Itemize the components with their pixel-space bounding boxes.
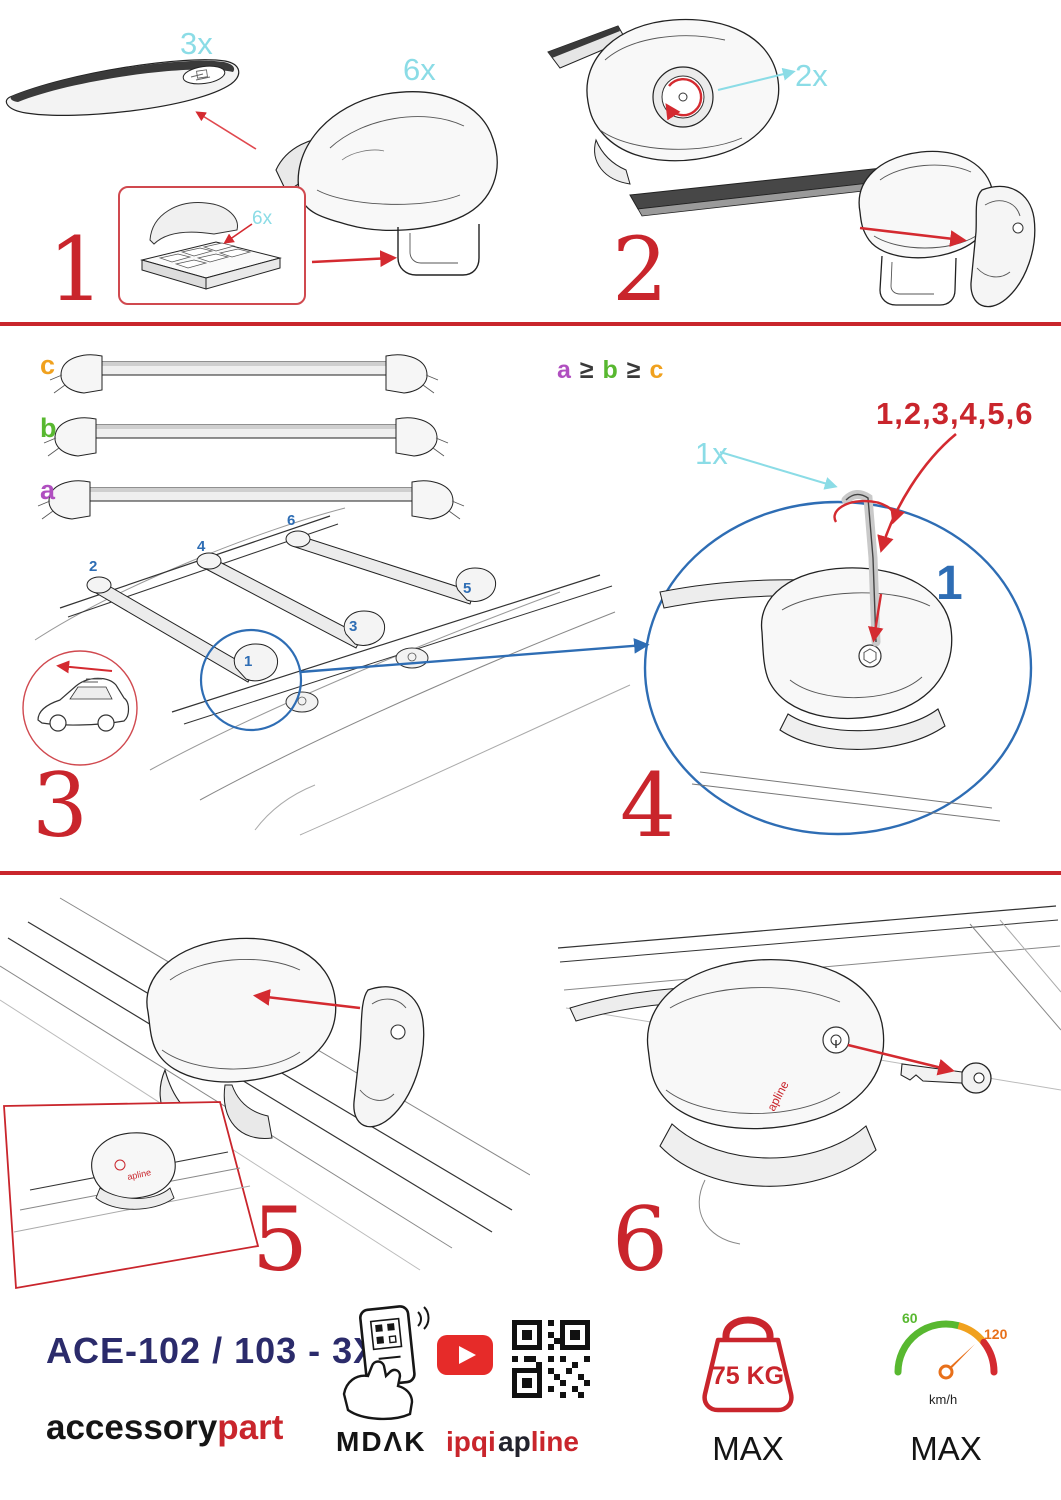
apline-mark-inset: apline	[126, 1167, 152, 1182]
mounted-bar-2	[196, 552, 386, 649]
step3-illustration	[22, 354, 650, 836]
crossbar-size-c	[49, 354, 439, 394]
step4-illustration	[643, 432, 1033, 836]
mdak-logo: MDΛK	[336, 1426, 427, 1457]
step1-illustration	[5, 59, 498, 276]
speed-low-label: 60	[902, 1310, 918, 1326]
rubber-pad-art	[140, 202, 282, 290]
apline-prefix: ap	[498, 1426, 531, 1457]
arrow-clamp-to-foot	[252, 988, 361, 1010]
sequence-arrow	[877, 432, 957, 553]
step2-illustration	[547, 18, 1036, 308]
arrow-to-detail	[299, 638, 650, 674]
step-3-number: 3	[32, 754, 88, 857]
apline-logo: apline	[498, 1426, 579, 1458]
foot-top-view-art	[547, 18, 780, 185]
qty-label-tool: 1x	[695, 436, 728, 471]
scan-phone-icon	[342, 1305, 430, 1421]
qty-label-crossbars: 3x	[180, 26, 213, 61]
step5-illustration: apline	[0, 897, 530, 1290]
formula-c: c	[649, 356, 664, 384]
foot-art	[275, 91, 498, 276]
step-6-number: 6	[612, 1188, 668, 1291]
size-order-formula: a ≥ b ≥ c	[556, 356, 664, 385]
formula-a: a	[557, 356, 571, 384]
signal-waves-icon	[417, 1306, 430, 1330]
crossbar-size-b	[43, 417, 449, 457]
position-label-5: 5	[463, 580, 472, 597]
mounted-bar-3	[285, 530, 497, 605]
arrow-pad-to-foot	[311, 250, 398, 268]
end-clamp-art	[970, 185, 1036, 308]
allen-key-art	[841, 490, 881, 647]
arrow-key-to-bolt	[868, 593, 884, 643]
crossbar-art	[5, 59, 240, 116]
speed-unit-label: km/h	[929, 1392, 958, 1407]
bar-label-c: c	[40, 350, 56, 380]
crossbar-size-a	[37, 480, 465, 520]
arrow-to-crossbar	[195, 111, 257, 150]
position-label-2: 2	[89, 558, 98, 575]
accessorypart-logo: accessorypart	[46, 1408, 283, 1448]
accessorypart-red: part	[217, 1408, 284, 1447]
weight-limit-icon	[702, 1316, 794, 1413]
lock-key-art	[900, 1062, 992, 1094]
car-roof-art	[34, 507, 631, 836]
position-1-highlight-circle	[199, 628, 303, 732]
qty-label-pads: 6x	[252, 208, 273, 229]
detail-position-number: 1	[936, 557, 963, 610]
mounted-bar-1	[86, 576, 279, 683]
youtube-icon	[437, 1335, 493, 1375]
installed-inset: apline	[3, 1101, 260, 1290]
detail-magnifier-ellipse	[643, 500, 1033, 836]
bar-label-b: b	[40, 413, 57, 443]
formula-ge-2: ≥	[626, 356, 641, 384]
clamp-piece-art5	[353, 986, 425, 1128]
qty-label-feet: 6x	[403, 52, 436, 87]
arrow-attach-endpiece	[859, 226, 968, 248]
section-divider-1	[0, 322, 1061, 326]
arrow-dial-qty	[717, 67, 796, 91]
accessorypart-black: accessory	[46, 1408, 218, 1447]
section-divider-2	[0, 871, 1061, 875]
max-speed-label: MAX	[910, 1430, 982, 1467]
hand-icon	[342, 1360, 414, 1421]
car-direction-inset	[22, 650, 138, 766]
adjustment-dial	[652, 66, 714, 128]
formula-b: b	[602, 356, 618, 384]
position-label-6: 6	[287, 512, 296, 529]
arrow-pad	[223, 223, 253, 244]
foot-art6: apline	[569, 958, 885, 1245]
apline-suffix: line	[530, 1426, 579, 1457]
max-weight-label: MAX	[712, 1430, 784, 1467]
formula-ge-1: ≥	[579, 356, 594, 384]
model-number: ACE-102 / 103 - 3X	[46, 1330, 379, 1371]
arrow-lock-to-key	[847, 1043, 955, 1076]
roof-rail-art6	[557, 905, 1061, 1091]
tighten-sequence-label: 1,2,3,4,5,6	[876, 396, 1034, 431]
rotate-arrow	[833, 499, 905, 525]
position-label-3: 3	[349, 618, 358, 635]
speed-limit-gauge-icon	[894, 1320, 998, 1380]
step-4-number: 4	[620, 754, 676, 857]
step-1-number: 1	[48, 218, 104, 321]
position-label-1: 1	[244, 653, 253, 670]
detail-foot-art	[659, 567, 1001, 822]
step6-illustration: apline	[557, 905, 1061, 1245]
ipqi-logo: ipqi	[446, 1426, 496, 1457]
qr-code-icon	[512, 1320, 590, 1398]
bar-label-a: a	[40, 475, 56, 505]
max-weight-value: 75 KG	[711, 1362, 785, 1390]
step-2-number: 2	[612, 218, 668, 321]
arrow-key-qty	[719, 451, 838, 490]
bar-foot-assembly-art	[629, 150, 995, 306]
pad-detail-inset: 6x	[118, 186, 306, 305]
step-5-number: 5	[252, 1188, 308, 1291]
position-label-4: 4	[197, 538, 206, 555]
speed-high-label: 120	[984, 1326, 1008, 1342]
arrow-car-direction	[56, 660, 113, 674]
qty-label-knobs: 2x	[795, 58, 828, 93]
